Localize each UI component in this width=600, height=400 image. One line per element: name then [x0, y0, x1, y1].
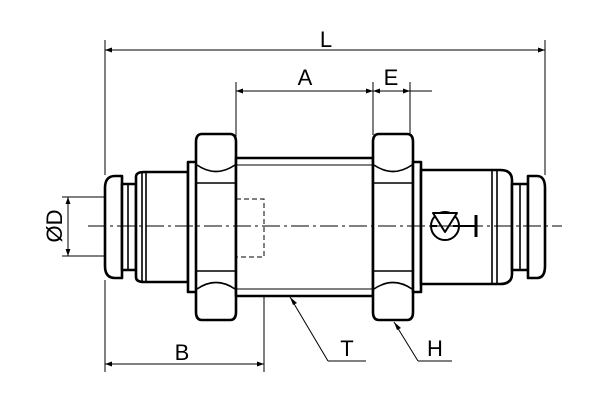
label-b: B — [175, 340, 190, 365]
left-body-cap — [134, 170, 190, 284]
label-d: ØD — [42, 210, 67, 243]
label-e: E — [384, 65, 399, 90]
dimension-e: E — [373, 65, 432, 135]
label-t: T — [340, 336, 353, 361]
left-release-ring — [103, 174, 124, 280]
left-collet — [103, 160, 200, 294]
leader-arrow-h — [394, 322, 401, 330]
right-body — [411, 160, 514, 294]
label-h: H — [427, 336, 443, 361]
flow-symbol-triangle — [432, 212, 458, 233]
dimension-l: L — [104, 27, 546, 175]
dimension-d: ØD — [42, 196, 110, 257]
thread-tube — [234, 156, 375, 298]
threaded-body — [234, 156, 412, 298]
left-nut-chamfer-top — [196, 164, 236, 173]
dimension-a: A — [235, 65, 374, 160]
right-collet — [510, 174, 547, 280]
leader-t: T — [289, 296, 366, 362]
left-nut-body — [194, 132, 238, 322]
left-hex-nut — [194, 132, 238, 322]
leader-arrow-t — [290, 297, 297, 305]
left-bore-hidden — [235, 198, 265, 258]
right-nut-chamfer-top — [373, 164, 413, 173]
left-nut-chamfer-bottom — [196, 281, 236, 290]
right-release-ring — [526, 174, 547, 280]
leader-h: H — [393, 321, 452, 362]
right-nut-chamfer-bottom — [373, 281, 413, 290]
label-a: A — [298, 65, 313, 90]
leader-line-t — [289, 296, 329, 362]
left-collet-sleeve — [120, 182, 138, 272]
label-l: L — [320, 27, 332, 52]
right-hex-nut — [371, 132, 415, 322]
right-nut-body — [371, 132, 415, 322]
